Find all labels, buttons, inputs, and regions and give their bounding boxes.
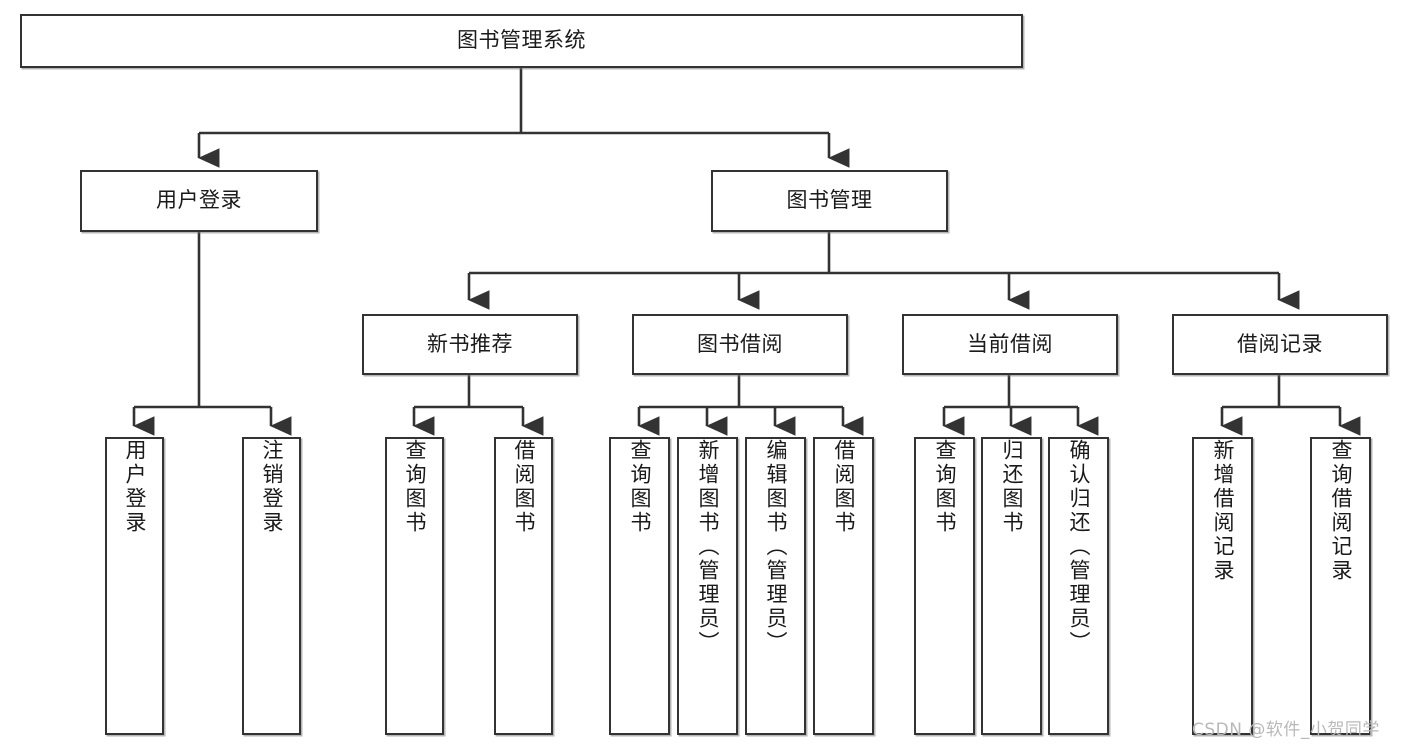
node-label: 查询借阅记录 <box>1329 439 1353 583</box>
leaf-book-borrow-edit[interactable]: 编辑图书（管理员） <box>745 437 806 735</box>
node-label: 新书推荐 <box>427 331 513 356</box>
node-label: 图书管理 <box>786 188 873 213</box>
leaf-user-login-signout[interactable]: 注销登录 <box>242 437 301 735</box>
leaf-user-login-signin[interactable]: 用户登录 <box>105 437 164 735</box>
node-label: 用户登录 <box>156 188 242 213</box>
leaf-current-borrow-query[interactable]: 查询图书 <box>914 437 975 735</box>
leaf-new-book-borrow[interactable]: 借阅图书 <box>494 437 553 735</box>
leaf-borrow-record-add[interactable]: 新增借阅记录 <box>1192 437 1253 735</box>
node-label: 当前借阅 <box>967 331 1053 356</box>
node-label: 借阅图书 <box>512 439 536 535</box>
leaf-borrow-record-query[interactable]: 查询借阅记录 <box>1310 437 1371 735</box>
node-borrow-record[interactable]: 借阅记录 <box>1172 314 1388 375</box>
node-label: 确认归还（管理员） <box>1067 439 1091 655</box>
node-new-book-recommend[interactable]: 新书推荐 <box>362 314 578 375</box>
node-label: 借阅图书 <box>832 439 856 535</box>
node-label: 归还图书 <box>1000 439 1024 535</box>
csdn-watermark: CSDN @软件_小贺同学 <box>1192 720 1380 740</box>
node-label: 图书管理系统 <box>457 28 586 53</box>
node-root-system[interactable]: 图书管理系统 <box>20 14 1023 68</box>
leaf-current-borrow-confirm-return[interactable]: 确认归还（管理员） <box>1048 437 1109 735</box>
node-label: 图书借阅 <box>697 331 783 356</box>
node-label: 查询图书 <box>933 439 957 535</box>
node-label: 用户登录 <box>123 439 147 535</box>
leaf-book-borrow-query[interactable]: 查询图书 <box>609 437 670 735</box>
leaf-new-book-query[interactable]: 查询图书 <box>385 437 444 735</box>
node-label: 查询图书 <box>628 439 652 535</box>
leaf-book-borrow-add[interactable]: 新增图书（管理员） <box>677 437 738 735</box>
node-label: 借阅记录 <box>1237 331 1323 356</box>
node-current-borrow[interactable]: 当前借阅 <box>902 314 1118 375</box>
node-book-management[interactable]: 图书管理 <box>711 170 948 232</box>
node-label: 新增图书（管理员） <box>696 439 720 655</box>
leaf-current-borrow-return[interactable]: 归还图书 <box>981 437 1042 735</box>
node-user-login[interactable]: 用户登录 <box>80 170 318 232</box>
node-book-borrow[interactable]: 图书借阅 <box>632 314 848 375</box>
node-label: 注销登录 <box>260 439 284 535</box>
node-label: 查询图书 <box>403 439 427 535</box>
node-label: 新增借阅记录 <box>1211 439 1235 583</box>
leaf-book-borrow-lend[interactable]: 借阅图书 <box>813 437 874 735</box>
node-label: 编辑图书（管理员） <box>764 439 788 655</box>
